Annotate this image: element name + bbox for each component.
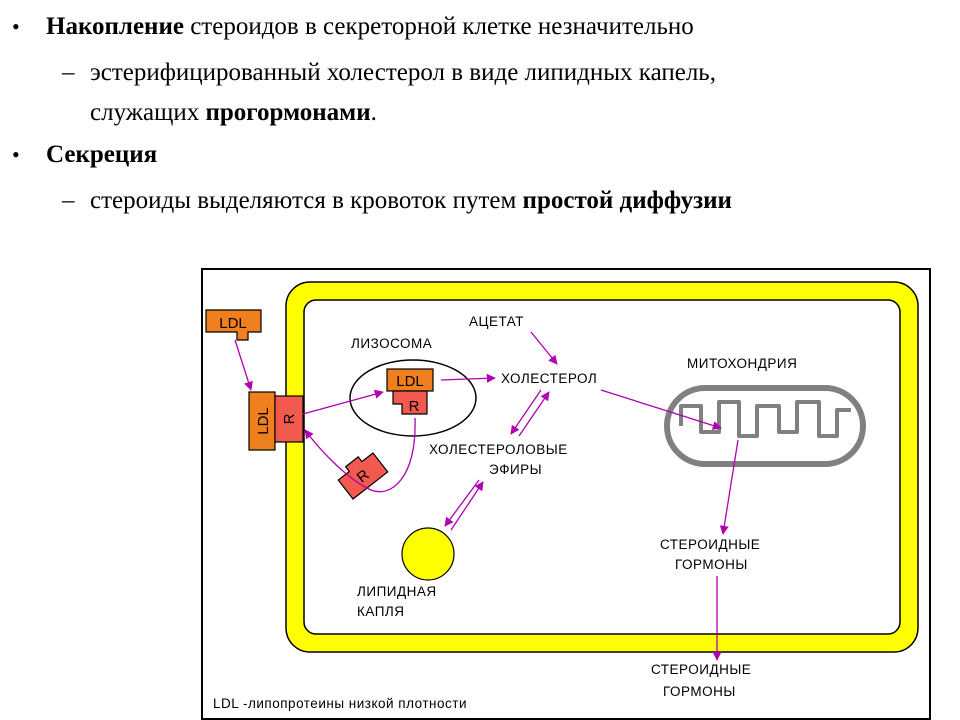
legend: LDL -липопротеины низкой плотности bbox=[213, 696, 467, 711]
ldl-particle-outside: LDL bbox=[205, 309, 262, 341]
receptor-r-label: R bbox=[281, 413, 298, 424]
cholesterol-label: ХОЛЕСТЕРОЛ bbox=[501, 371, 597, 386]
mitochondrion bbox=[664, 385, 866, 467]
arrow-receptor-recycling bbox=[304, 417, 416, 493]
sub-bullet-1-line2-pre: служащих bbox=[90, 99, 206, 126]
arrow-esters-to-droplet bbox=[444, 479, 480, 527]
bullet-1: Накопление стероидов в секреторной клетк… bbox=[46, 12, 694, 42]
esters-label-line1: ХОЛЕСТЕРОЛОВЫЕ bbox=[429, 442, 568, 457]
droplet-label-line2: КАПЛЯ bbox=[357, 604, 405, 619]
lysosome-ldl-complex: LDL R bbox=[386, 368, 434, 415]
lysosome-r-label: R bbox=[409, 398, 420, 415]
lipid-droplet bbox=[401, 527, 455, 581]
arrow-ldl-to-receptor bbox=[234, 339, 253, 391]
bullet-1-text: стероидов в секреторной клетке незначите… bbox=[183, 13, 694, 40]
arrow-acetate-to-cholesterol bbox=[530, 331, 558, 365]
arrow-esters-to-cholesterol bbox=[518, 391, 550, 437]
receptor-ldl-label: LDL bbox=[255, 407, 272, 435]
bullet-2-bold: Секреция bbox=[46, 141, 158, 168]
bullet-2: Секреция bbox=[46, 140, 157, 170]
bullet-marker-2: • bbox=[12, 142, 20, 167]
ldl-outside-label: LDL bbox=[219, 315, 247, 332]
sub-bullet-1-line2: служащих прогормонами. bbox=[90, 98, 377, 128]
arrow-mitochondrion-to-hormones bbox=[719, 439, 739, 535]
free-receptor: R bbox=[337, 452, 389, 500]
sub-bullet-2: стероиды выделяются в кровоток путем про… bbox=[90, 186, 732, 216]
arrow-droplet-to-esters bbox=[450, 481, 484, 531]
sub-bullet-2-bold: простой диффузии bbox=[522, 187, 732, 214]
hormones-outside-line1: СТЕРОИДНЫЕ bbox=[651, 662, 751, 677]
sub-dash-1: – bbox=[62, 59, 75, 86]
lysosome-label: ЛИЗОСОМА bbox=[351, 336, 432, 351]
bullet-1-bold: Накопление bbox=[46, 13, 184, 40]
sub-bullet-1-bold: прогормонами bbox=[205, 99, 371, 126]
pathway-arrows bbox=[234, 331, 739, 661]
mitochondrion-label: МИТОХОНДРИЯ bbox=[687, 356, 797, 371]
sub-bullet-1-line1: эстерифицированный холестерол в виде лип… bbox=[90, 59, 716, 86]
arrow-lysosome-to-cholesterol bbox=[440, 373, 496, 383]
acetate-label: АЦЕТАТ bbox=[469, 314, 524, 329]
sub-bullet-1-line2-post: . bbox=[370, 99, 377, 126]
ldl-receptor-complex: LDL R bbox=[248, 391, 304, 451]
esters-label-line2: ЭФИРЫ bbox=[489, 462, 542, 477]
droplet-label-line1: ЛИПИДНАЯ bbox=[357, 584, 437, 599]
steroid-cell-diagram: LDL LDL R ЛИЗОСОМА LDL R R АЦЕТАТ ХОЛЕСТ… bbox=[201, 268, 931, 720]
arrow-receptor-to-lysosome bbox=[302, 389, 384, 415]
sub-dash-2: – bbox=[62, 187, 75, 214]
hormones-outside-line2: ГОРМОНЫ bbox=[663, 684, 736, 699]
hormones-inside-line1: СТЕРОИДНЫЕ bbox=[660, 537, 760, 552]
arrow-cholesterol-to-mitochondrion bbox=[600, 389, 722, 430]
bullet-marker-1: • bbox=[12, 14, 20, 39]
sub-bullet-2-pre: стероиды выделяются в кровоток путем bbox=[90, 187, 523, 214]
lysosome-ldl-label: LDL bbox=[396, 373, 424, 390]
arrow-cholesterol-to-esters bbox=[510, 389, 542, 435]
hormones-inside-line2: ГОРМОНЫ bbox=[675, 557, 748, 572]
